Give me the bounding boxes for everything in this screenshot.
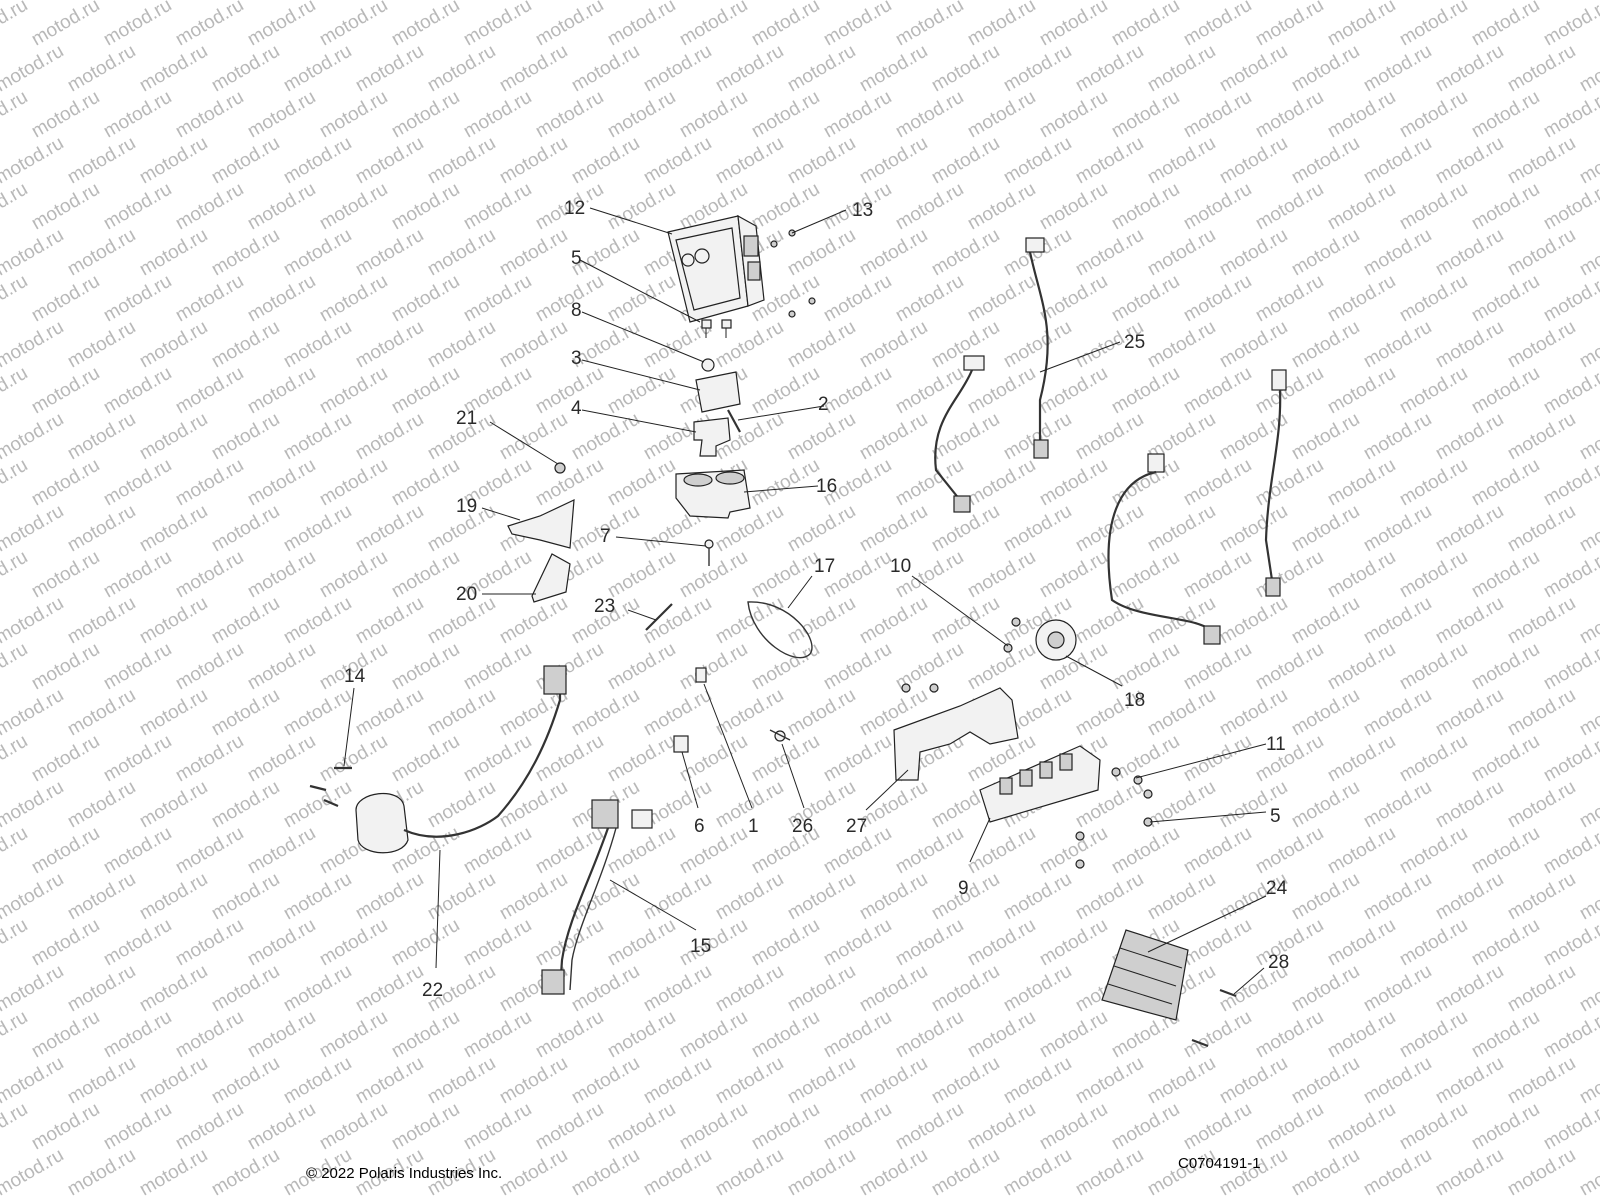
callout-9: 9 [958, 878, 969, 899]
callout-22: 22 [422, 980, 443, 1001]
bracket-27-part[interactable] [893, 687, 1019, 781]
harness-15-part[interactable] [541, 799, 653, 995]
clip-6-part[interactable] [673, 735, 689, 753]
callout-5: 5 [571, 248, 582, 269]
callout-26: 26 [792, 816, 813, 837]
nut-11-part[interactable] [1111, 767, 1143, 785]
callout-27: 27 [846, 816, 867, 837]
bracket-4-part[interactable] [693, 417, 731, 457]
coil-bracket-16-part[interactable] [675, 469, 751, 519]
callout-3: 3 [571, 348, 582, 369]
sensor-1-part[interactable] [695, 667, 707, 683]
harness-22-part[interactable] [355, 665, 567, 854]
connector-26-part[interactable] [769, 729, 791, 742]
callout-8: 8 [571, 300, 582, 321]
bolt-7-part[interactable] [704, 539, 714, 566]
callout-21: 21 [456, 408, 477, 429]
callout-labels: 12 13 5 8 3 2 4 21 16 19 7 20 23 17 10 2… [344, 198, 1289, 1001]
screw-13-part[interactable] [770, 229, 816, 318]
bracket-3-part[interactable] [695, 371, 741, 413]
fuse-block-9-part[interactable] [979, 745, 1101, 823]
callout-19: 19 [456, 496, 477, 517]
callout-10: 10 [890, 556, 911, 577]
pin-2-part[interactable] [727, 409, 741, 433]
callout-7: 7 [600, 526, 611, 547]
callout-24: 24 [1266, 878, 1288, 899]
screw-10-part[interactable] [901, 617, 1021, 693]
sensor-25-part[interactable] [934, 237, 1287, 645]
bolt-28-part[interactable] [1191, 988, 1237, 1048]
callout-15: 15 [690, 936, 711, 957]
callout-2: 2 [818, 394, 829, 415]
bolt-5b-part[interactable] [1075, 789, 1153, 869]
grommet-18-part[interactable] [1035, 619, 1077, 661]
callout-1: 1 [748, 816, 759, 837]
ecu-module-part[interactable] [667, 214, 765, 323]
bolt-5-part[interactable] [701, 319, 732, 338]
regulator-24-part[interactable] [1101, 929, 1189, 1021]
callout-14: 14 [344, 666, 366, 687]
bolt-14-part[interactable] [309, 766, 352, 808]
nut-8-part[interactable] [701, 358, 715, 372]
callout-23: 23 [594, 596, 615, 617]
callout-16: 16 [816, 476, 837, 497]
callout-25: 25 [1124, 332, 1145, 353]
clip-23-part[interactable] [645, 603, 673, 631]
bolt-21-part[interactable] [554, 462, 566, 474]
band-17-part[interactable] [747, 601, 813, 659]
callout-11: 11 [1266, 734, 1286, 755]
callout-18: 18 [1124, 690, 1145, 711]
callout-20: 20 [456, 584, 477, 605]
callout-4: 4 [571, 398, 582, 419]
callout-12: 12 [564, 198, 585, 219]
callout-6: 6 [694, 816, 705, 837]
callout-13: 13 [852, 200, 873, 221]
callout-17: 17 [814, 556, 835, 577]
bracket-19-part[interactable] [507, 499, 575, 549]
figure-id-text: C0704191-1 [1178, 1155, 1261, 1172]
copyright-text: © 2022 Polaris Industries Inc. [306, 1165, 503, 1182]
callout-28: 28 [1268, 952, 1289, 973]
leader-lines [343, 207, 1267, 995]
callout-5b: 5 [1270, 806, 1281, 827]
bracket-20-part[interactable] [531, 553, 571, 603]
